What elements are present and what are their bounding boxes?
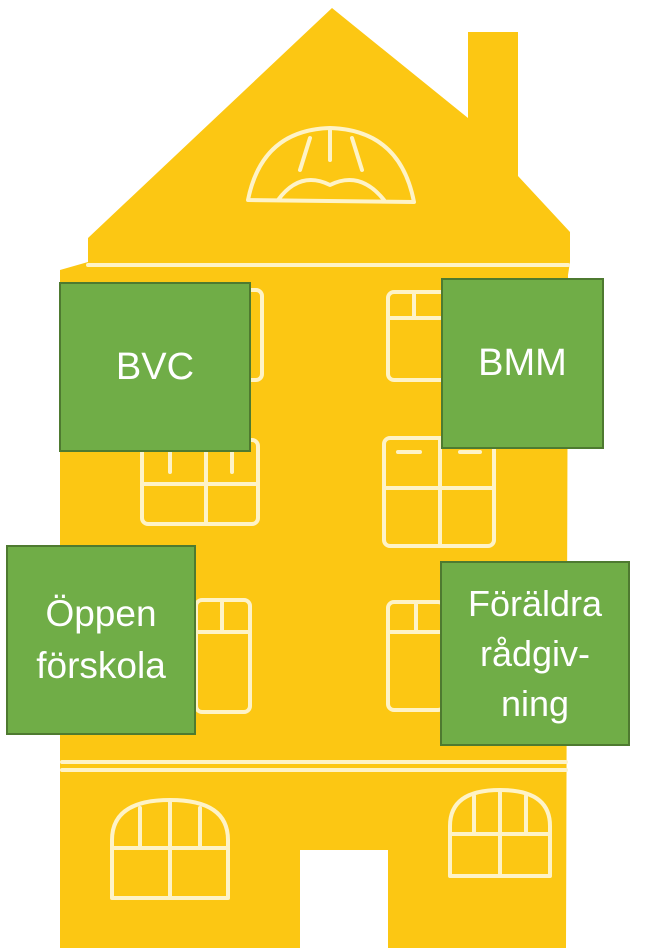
attic-window: [246, 126, 416, 204]
window-ground-right: [448, 788, 552, 878]
bmm-label: BMM: [478, 342, 567, 384]
oppen-forskola-box: Öppen förskola: [6, 545, 196, 735]
bvc-label: BVC: [115, 345, 195, 388]
bvc-box: BVC: [59, 282, 251, 452]
bmm-box: BMM: [441, 278, 604, 449]
window-ground-left: [110, 798, 230, 900]
foraldraradgivning-line-3: ning: [500, 682, 570, 724]
window-r3-left: [194, 598, 252, 714]
foraldraradgivning-line-1: Föräldra: [467, 582, 603, 624]
foraldraradgivning-line-2: rådgiv-: [479, 632, 591, 674]
window-r2-right: [382, 436, 496, 548]
oppen-forskola-line-1: Öppen: [45, 593, 157, 634]
foraldraradgivning-box: Föräldra rådgiv- ning: [440, 561, 630, 746]
door: [300, 852, 388, 948]
oppen-forskola-line-2: förskola: [36, 645, 166, 686]
